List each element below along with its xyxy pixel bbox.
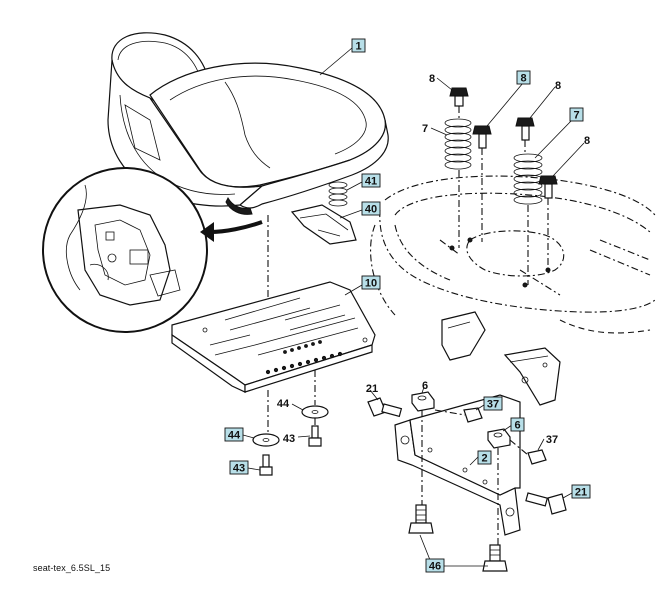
callout-nut-right-6: 6 [510, 417, 525, 432]
bolt-mid-right [515, 117, 535, 141]
svg-text:21: 21 [575, 487, 587, 499]
nut-right-37 [527, 449, 547, 465]
callout-seat: 1 [351, 38, 366, 53]
callout-washer-right-44: 44 [277, 398, 290, 410]
curved-arrow-icon [200, 220, 263, 242]
svg-text:2: 2 [481, 453, 487, 465]
bolt-top-left [449, 87, 469, 107]
screw-right-43 [308, 425, 322, 447]
callout-bolts-bottom: 46 [425, 558, 445, 573]
svg-text:7: 7 [573, 110, 579, 122]
assembly-lines [267, 106, 549, 545]
adjust-holes [265, 340, 343, 375]
callout-bolt-right: 8 [584, 135, 590, 147]
svg-text:40: 40 [365, 204, 377, 216]
svg-text:46: 46 [429, 561, 441, 573]
callout-nut-left-6: 6 [422, 380, 428, 392]
detail-magnifier [42, 167, 208, 333]
svg-text:41: 41 [365, 176, 377, 188]
bolts-bottom [408, 504, 508, 572]
pivot-mount [441, 311, 561, 406]
callout-nut-left-37: 37 [483, 396, 503, 411]
leader-lines [242, 47, 585, 567]
callout-bolt-right-21: 21 [571, 484, 591, 499]
svg-text:8: 8 [429, 73, 435, 85]
callout-pivot-bracket: 2 [477, 450, 492, 465]
bolt-right [538, 175, 558, 199]
callout-seat-pan-bracket: 10 [361, 275, 381, 290]
callout-screw-left-43: 43 [229, 460, 249, 475]
callout-screw-right-43: 43 [283, 433, 295, 445]
figure-caption: seat-tex_6.5SL_15 [33, 563, 111, 573]
callout-labels: 1 8 8 8 7 7 8 41 40 10 21 6 44 37 6 37 4… [224, 38, 591, 573]
svg-text:7: 7 [422, 123, 428, 135]
svg-text:43: 43 [283, 433, 295, 445]
svg-text:8: 8 [555, 80, 561, 92]
svg-text:8: 8 [520, 73, 526, 85]
callout-washer-left-44: 44 [224, 427, 244, 442]
callout-latch-clip: 40 [361, 201, 381, 216]
callout-bolt-mid-right: 8 [555, 80, 561, 92]
svg-text:44: 44 [228, 430, 241, 442]
spring-left [444, 118, 472, 170]
svg-text:8: 8 [584, 135, 590, 147]
spring-right [513, 153, 543, 205]
callout-bolt-mid-left: 8 [516, 70, 531, 85]
nut-right-6 [487, 428, 511, 449]
svg-text:10: 10 [365, 278, 377, 290]
pivot-bracket [394, 394, 521, 536]
svg-text:1: 1 [355, 41, 361, 53]
svg-text:44: 44 [277, 398, 290, 410]
washer-right-44 [301, 405, 329, 419]
callout-bolt-top-left: 8 [429, 73, 435, 85]
bolt-left-21 [367, 397, 403, 418]
bolt-right-21 [525, 492, 567, 515]
tractor-frame [370, 175, 656, 334]
seat-pan-bracket [171, 281, 376, 393]
nut-left-6 [411, 391, 435, 412]
callout-nut-right-37: 37 [546, 434, 558, 446]
svg-text:6: 6 [422, 380, 428, 392]
svg-text:6: 6 [514, 420, 520, 432]
svg-text:37: 37 [487, 399, 499, 411]
screw-left-43 [259, 454, 273, 476]
svg-text:21: 21 [366, 383, 378, 395]
callout-spring-left: 7 [422, 123, 428, 135]
callout-bolt-left-21: 21 [366, 383, 378, 395]
svg-text:37: 37 [546, 434, 558, 446]
seat [107, 32, 389, 215]
svg-text:43: 43 [233, 463, 245, 475]
washer-left-44 [252, 433, 280, 447]
callout-small-spring: 41 [361, 173, 381, 188]
small-spring [328, 181, 348, 207]
callout-spring-right: 7 [569, 107, 584, 122]
bolt-mid-left [472, 125, 492, 149]
nut-left-37 [463, 407, 483, 423]
latch-clip [290, 204, 357, 245]
